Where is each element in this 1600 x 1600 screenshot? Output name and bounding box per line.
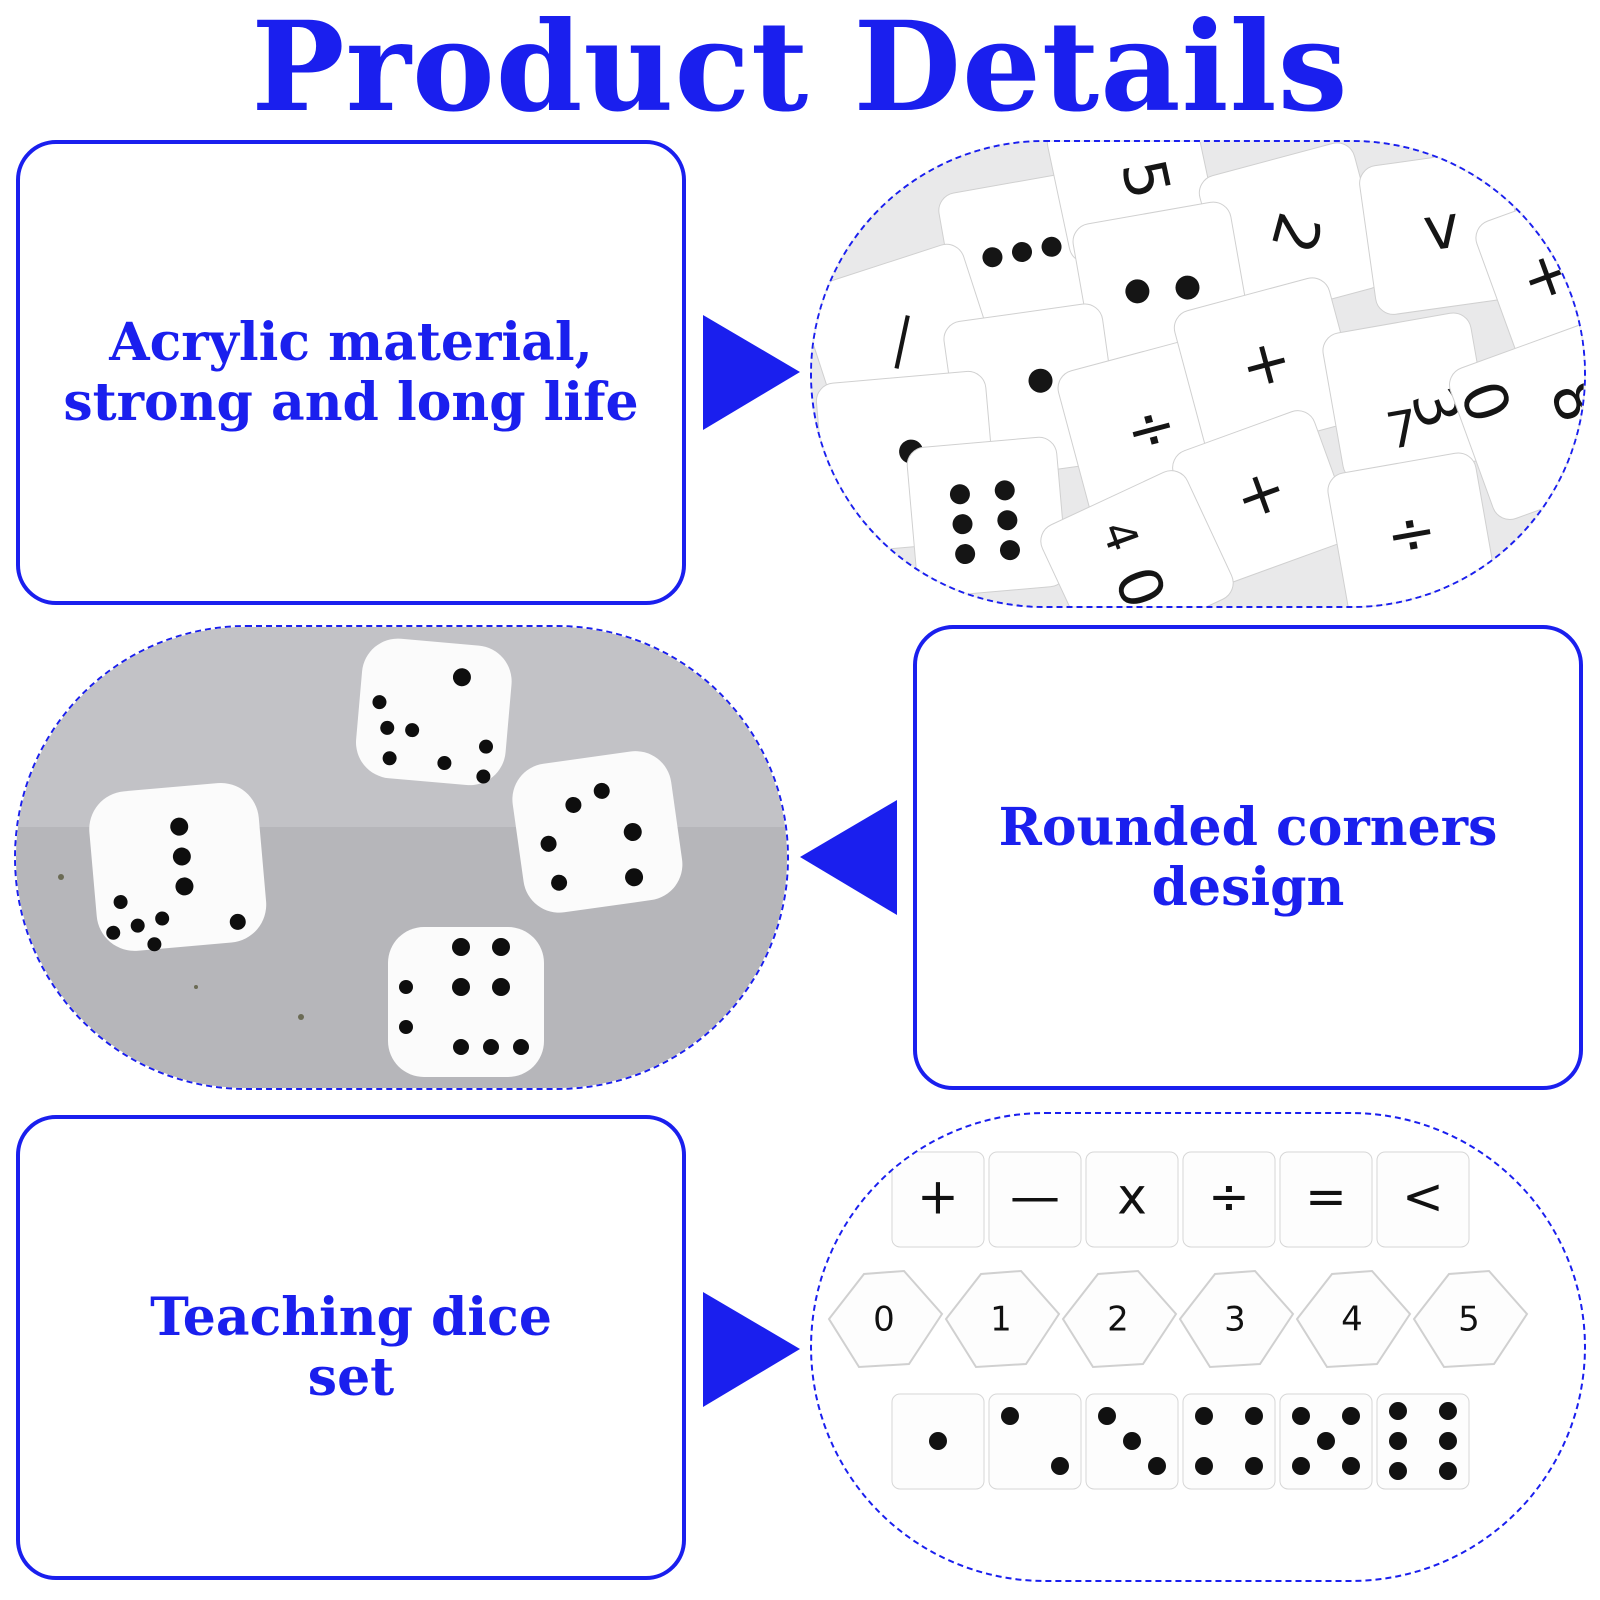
feature-text-line: Teaching dice	[150, 1286, 552, 1348]
pip-die	[1279, 1393, 1373, 1490]
pip-die	[1376, 1393, 1470, 1490]
number-die: 1	[944, 1269, 1061, 1369]
arrow-right-icon	[703, 315, 800, 430]
pip-die	[988, 1393, 1082, 1490]
svg-text:0: 0	[873, 1300, 895, 1340]
svg-text:÷: ÷	[1381, 495, 1443, 573]
operator-die: x	[1085, 1151, 1179, 1248]
number-die: 4	[1295, 1269, 1412, 1369]
feature-text-line: Acrylic material,	[109, 311, 593, 373]
feature-text-line: design	[1151, 856, 1345, 918]
svg-text:÷: ÷	[1208, 1168, 1250, 1226]
svg-text:—: —	[858, 305, 939, 378]
operator-die: —	[988, 1151, 1082, 1248]
operator-die: ÷	[1182, 1151, 1276, 1248]
number-die: 5	[1412, 1269, 1529, 1369]
operator-die: +	[891, 1151, 985, 1248]
feature-box-corners: Rounded corners design	[913, 625, 1583, 1090]
feature-text-line: strong and long life	[63, 371, 639, 433]
svg-text:<: <	[1402, 1168, 1444, 1226]
svg-text:+: +	[917, 1168, 959, 1226]
pip-die	[1182, 1393, 1276, 1490]
svg-text:=: =	[1305, 1168, 1347, 1226]
feature-text-line: set	[307, 1346, 395, 1408]
operator-die: =	[1279, 1151, 1373, 1248]
svg-text:5: 5	[1458, 1300, 1480, 1340]
operator-die: <	[1376, 1151, 1470, 1248]
svg-text:4: 4	[1341, 1300, 1363, 1340]
feature-text-line: Rounded corners	[998, 796, 1498, 858]
svg-text:2: 2	[1107, 1300, 1129, 1340]
rounded-dice-photo	[14, 625, 789, 1090]
number-die: 0	[827, 1269, 944, 1369]
svg-text:—: —	[1010, 1168, 1060, 1226]
arrow-right-icon	[703, 1292, 800, 1407]
number-die: 2	[1061, 1269, 1178, 1369]
number-die: 3	[1178, 1269, 1295, 1369]
teaching-dice-set-photo: + — x ÷ = < 0 1 2 3 4 5	[810, 1112, 1586, 1582]
svg-text:3: 3	[1224, 1300, 1246, 1340]
svg-text:x: x	[1117, 1168, 1147, 1226]
pip-die	[1085, 1393, 1179, 1490]
pip-die	[891, 1393, 985, 1490]
arrow-left-icon	[800, 800, 897, 915]
feature-box-material: Acrylic material, strong and long life	[16, 140, 686, 605]
page-title: Product Details	[251, 0, 1349, 140]
svg-text:1: 1	[990, 1300, 1012, 1340]
feature-box-set: Teaching dice set	[16, 1115, 686, 1580]
